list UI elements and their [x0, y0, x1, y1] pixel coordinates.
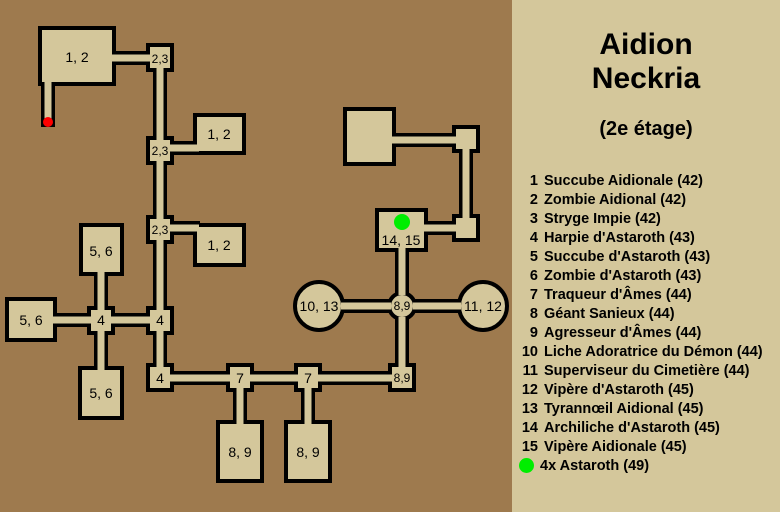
room-label: 10, 13: [300, 298, 339, 314]
dungeon-map: 1, 2 2,3 1, 2 2,3 2,3 1, 2 5, 6 5, 6 4 4…: [0, 0, 512, 512]
room-r3: [193, 113, 246, 155]
corridor-openings: [44, 54, 470, 426]
room-label: 8, 9: [228, 444, 252, 460]
map-svg: 1, 2 2,3 1, 2 2,3 2,3 1, 2 5, 6 5, 6 4 4…: [5, 26, 509, 483]
dungeon-title-line1: Aidion: [599, 28, 693, 61]
boss-marker-icon: [394, 214, 410, 230]
room-label: 1, 2: [207, 237, 231, 253]
green-dot-icon: [519, 458, 534, 473]
legend-boss-item: 4x Astaroth (49): [516, 457, 763, 476]
room-label: 11, 12: [464, 298, 502, 314]
room-label: 7: [236, 370, 244, 386]
room-labels: 1, 2 2,3 1, 2 2,3 2,3 1, 2 5, 6 5, 6 4 4…: [19, 49, 502, 460]
room-label: 2,3: [152, 52, 169, 66]
room-label: 5, 6: [89, 243, 113, 259]
room-label: 14, 15: [382, 232, 421, 248]
room-label: 4: [97, 312, 105, 328]
room-label: 5, 6: [19, 312, 43, 328]
room-label: 2,3: [152, 144, 169, 158]
rooms: [5, 26, 509, 483]
dungeon-title-line2: Neckria: [591, 62, 701, 95]
room-label: 7: [304, 370, 312, 386]
room-label: 8,9: [394, 371, 411, 385]
room-label: 4: [156, 370, 164, 386]
room-label: 4: [156, 312, 164, 328]
room-label: 1, 2: [207, 126, 231, 142]
entrance-marker-icon: [43, 117, 53, 127]
room-label: 1, 2: [65, 49, 89, 65]
room-r6: [193, 223, 246, 267]
room-label: 8, 9: [296, 444, 320, 460]
room-label: 5, 6: [89, 385, 113, 401]
room-r16: [216, 420, 264, 483]
room-label: 8,9: [394, 299, 411, 313]
room-label: 2,3: [152, 223, 169, 237]
room-unlabeled-square: [343, 107, 396, 166]
floor-subtitle: (2e étage): [599, 118, 693, 140]
